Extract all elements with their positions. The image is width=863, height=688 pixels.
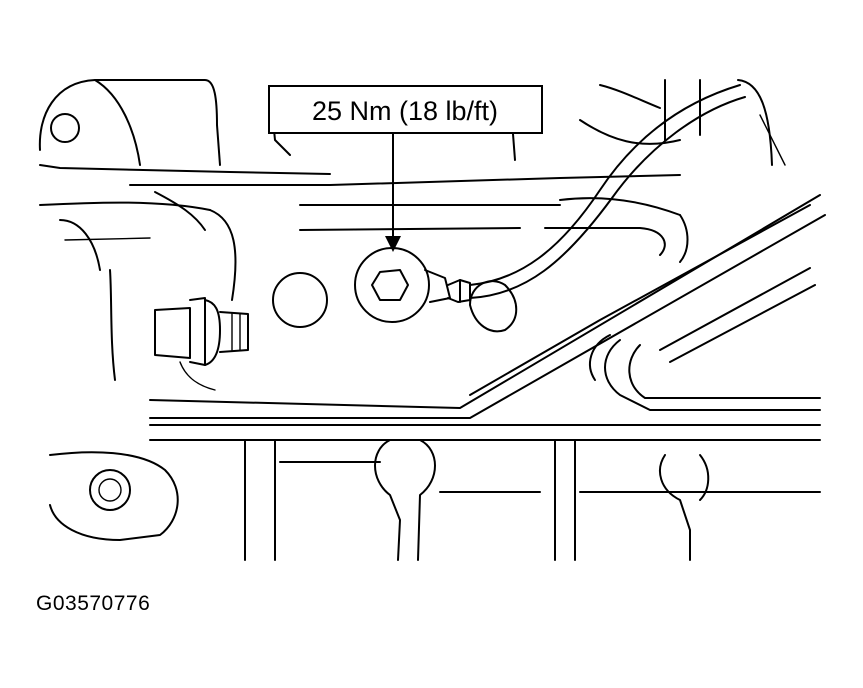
mounting-bolt xyxy=(354,247,451,323)
callout-box xyxy=(268,85,543,134)
figure-id: G03570776 xyxy=(36,592,151,615)
lower-left-bolt xyxy=(89,469,131,511)
sensor-connector xyxy=(447,279,471,303)
torque-label: 25 Nm (18 lb/ft) xyxy=(312,96,498,126)
plate-hole-left xyxy=(272,272,328,328)
callout-arrow-head xyxy=(385,236,401,252)
torque-callout: 25 Nm (18 lb/ft) xyxy=(268,85,543,252)
lower-casting-outline xyxy=(49,439,821,561)
main-rails xyxy=(39,164,689,381)
wiring-harness xyxy=(469,84,746,299)
diagonal-channel xyxy=(149,194,826,441)
sensor-body xyxy=(154,297,249,391)
upper-left-bolt xyxy=(50,113,80,143)
